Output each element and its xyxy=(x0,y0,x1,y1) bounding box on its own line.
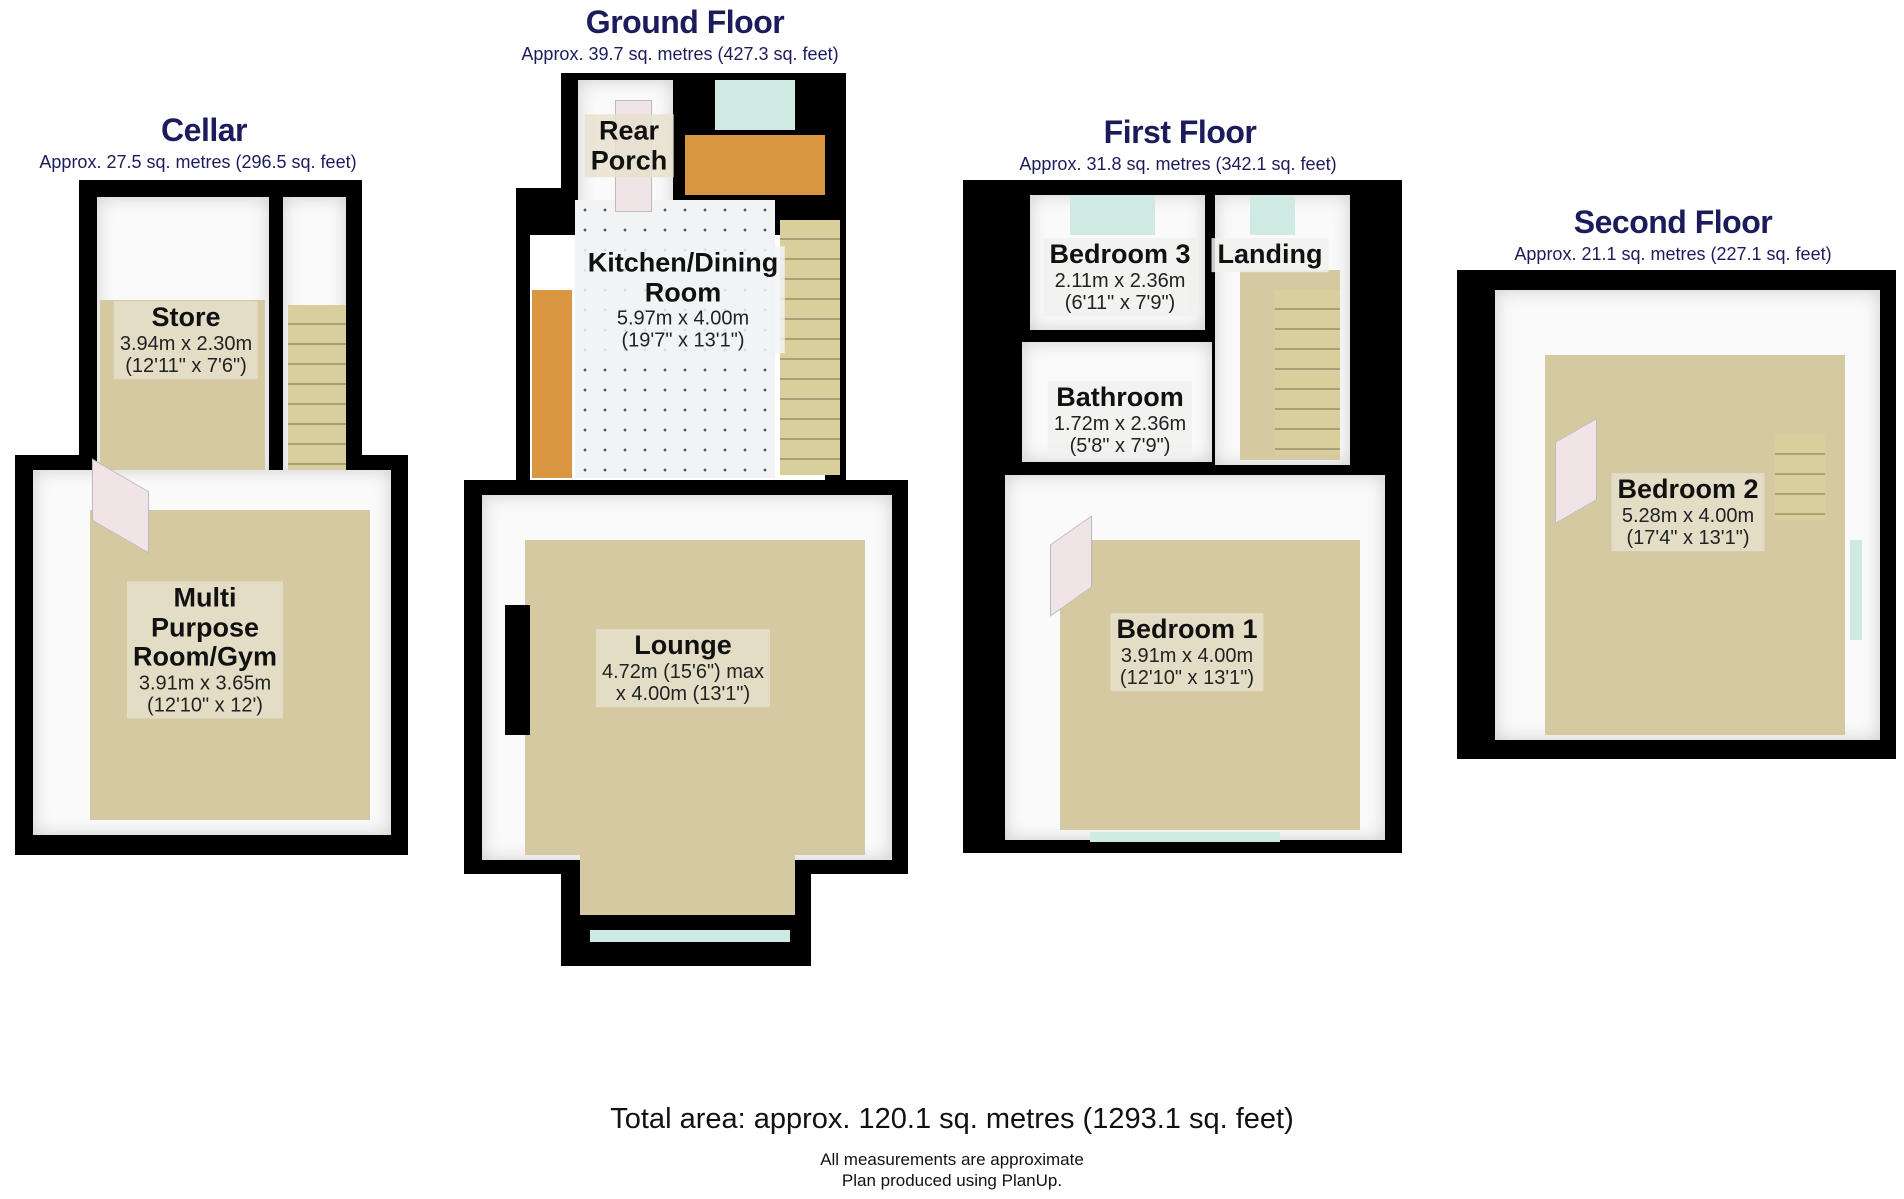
room-name: Bedroom 3 xyxy=(1049,239,1191,270)
bay-floor xyxy=(580,850,795,915)
room-dim-metric: 3.94m x 2.30m xyxy=(119,332,253,355)
room-label-lounge: Lounge 4.72m (15'6") max x 4.00m (13'1") xyxy=(595,629,771,707)
room-name: Multi xyxy=(173,582,237,613)
floor-area: Approx. 21.1 sq. metres (227.1 sq. feet) xyxy=(1514,244,1832,264)
room-label-store: Store 3.94m x 2.30m (12'11" x 7'6") xyxy=(113,301,259,379)
room-dim-metric: 2.11m x 2.36m xyxy=(1054,269,1186,292)
window xyxy=(715,80,795,130)
room-name: Purpose xyxy=(150,612,260,643)
window xyxy=(1850,540,1862,640)
room-dim-imperial: (12'10" x 13'1") xyxy=(1119,666,1255,689)
room-dim-imperial: (17'4" x 13'1") xyxy=(1626,526,1750,549)
floor-area: Approx. 27.5 sq. metres (296.5 sq. feet) xyxy=(39,152,357,172)
room-label-bedroom1: Bedroom 1 3.91m x 4.00m (12'10" x 13'1") xyxy=(1110,613,1264,691)
floor-title: Cellar xyxy=(161,112,247,148)
window xyxy=(1090,832,1280,842)
stairs xyxy=(1775,435,1825,520)
stairs xyxy=(780,220,840,475)
stairs xyxy=(1275,290,1340,455)
room-name: Room/Gym xyxy=(132,641,278,672)
kitchen-counter-left xyxy=(532,290,572,478)
room-name: Porch xyxy=(590,145,668,175)
room-name: Rear xyxy=(598,115,660,146)
measurement-note: All measurements are approximate xyxy=(820,1150,1084,1169)
room-dim-metric: 1.72m x 2.36m xyxy=(1053,412,1187,435)
planup-credit: Plan produced using PlanUp. xyxy=(841,1171,1063,1190)
floor-area: Approx. 39.7 sq. metres (427.3 sq. feet) xyxy=(521,44,839,64)
room-dim-metric: 4.72m (15'6") max xyxy=(601,660,765,683)
room-dim-imperial: (6'11" x 7'9") xyxy=(1064,291,1176,314)
room-dim-metric: 5.97m x 4.00m xyxy=(616,307,750,330)
room-label-landing: Landing xyxy=(1211,238,1329,272)
room-name: Landing xyxy=(1217,239,1323,270)
room-name: Store xyxy=(151,302,221,333)
room-name: Bathroom xyxy=(1056,382,1184,413)
room-dim-metric: 3.91m x 4.00m xyxy=(1120,644,1254,667)
room-name: Lounge xyxy=(634,630,732,661)
window xyxy=(1070,195,1155,235)
room-dim-imperial: (5'8" x 7'9") xyxy=(1069,434,1171,457)
total-area: Total area: approx. 120.1 sq. metres (12… xyxy=(610,1103,1294,1135)
room-name: Kitchen/Dining xyxy=(587,247,779,278)
room-label-bedroom3: Bedroom 3 2.11m x 2.36m (6'11" x 7'9") xyxy=(1043,238,1197,316)
room-label-rear-porch: Rear Porch xyxy=(584,114,674,178)
room-dim-imperial: (19'7" x 13'1") xyxy=(621,329,745,352)
room-dim-metric: 5.28m x 4.00m xyxy=(1621,504,1755,527)
room-label-gym: Multi Purpose Room/Gym 3.91m x 3.65m (12… xyxy=(126,581,284,719)
kitchen-counter xyxy=(685,135,825,195)
room-label-bathroom: Bathroom 1.72m x 2.36m (5'8" x 7'9") xyxy=(1047,381,1193,459)
room-name: Room xyxy=(644,277,722,307)
floor-title: Ground Floor xyxy=(585,4,785,40)
floor-area: Approx. 31.8 sq. metres (342.1 sq. feet) xyxy=(1019,154,1337,174)
room-dim-imperial: (12'10" x 12') xyxy=(147,694,263,717)
floor-title: First Floor xyxy=(1103,114,1257,150)
room-name: Bedroom 2 xyxy=(1617,474,1759,505)
window xyxy=(1250,195,1295,235)
room-dim-metric: 3.91m x 3.65m xyxy=(138,672,272,695)
room-dim-imperial: x 4.00m (13'1") xyxy=(615,682,751,705)
floor-title: Second Floor xyxy=(1573,204,1773,240)
room-label-kitchen-dining: Kitchen/Dining Room 5.97m x 4.00m (19'7"… xyxy=(581,246,785,354)
stairs xyxy=(288,305,346,475)
room-dim-imperial: (12'11" x 7'6") xyxy=(125,354,247,377)
bay-window xyxy=(590,930,790,942)
chimney-breast xyxy=(505,605,530,735)
room-label-bedroom2: Bedroom 2 5.28m x 4.00m (17'4" x 13'1") xyxy=(1611,473,1765,551)
room-name: Bedroom 1 xyxy=(1116,614,1258,645)
